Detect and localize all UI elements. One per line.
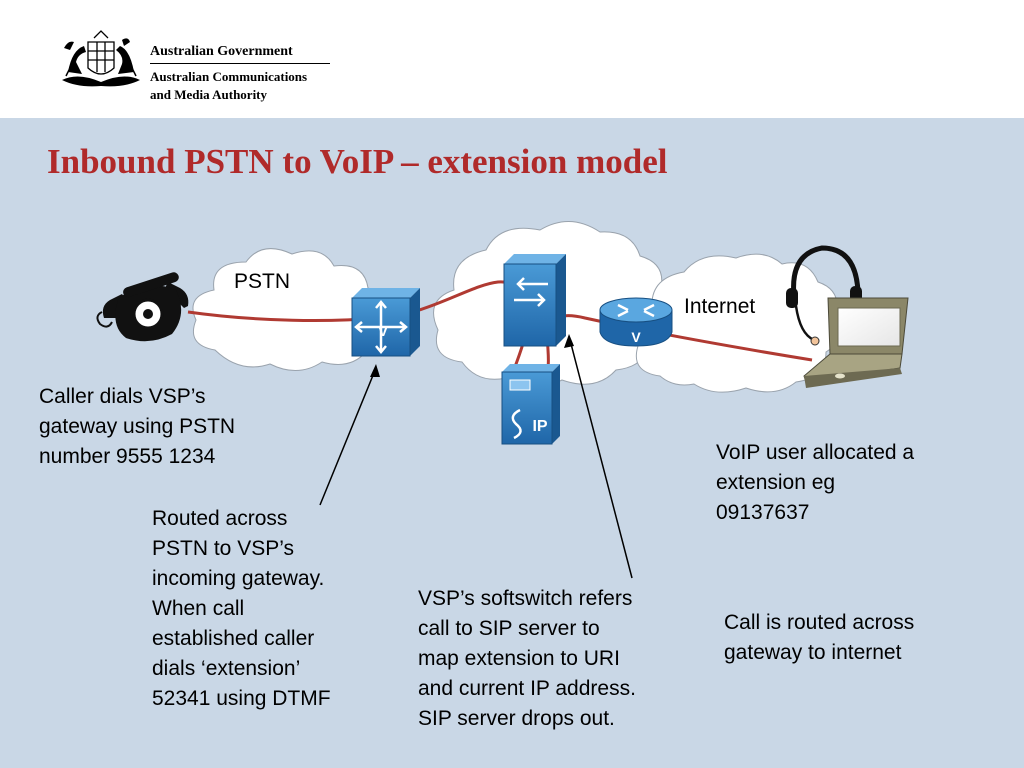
routed-note-line: incoming gateway. (152, 567, 325, 590)
pstn-label: PSTN (234, 270, 291, 293)
caller-note: Caller dials VSP’s gateway using PSTN nu… (39, 382, 235, 472)
agency-name-line: and Media Authority (150, 87, 268, 102)
caller-note-line: number 9555 1234 (39, 445, 216, 468)
softswitch-note-line: map extension to URI (418, 647, 620, 670)
softswitch-note-line: SIP server drops out. (418, 707, 615, 730)
softswitch-note-line: and current IP address. (418, 677, 636, 700)
sip-server-icon: IP (501, 364, 560, 445)
coat-of-arms-logo (62, 30, 140, 87)
routed-note-line: dials ‘extension’ (152, 657, 301, 680)
internet-label: Internet (684, 295, 756, 318)
call-routed-note-line: Call is routed across (724, 611, 915, 634)
header-bar: Australian Government Australian Communi… (0, 0, 1024, 118)
agency-name: Australian Communications and Media Auth… (150, 68, 307, 104)
routed-note-line: When call (152, 597, 245, 620)
telephone-icon (96, 272, 189, 342)
sip-label: IP (532, 418, 547, 435)
softswitch-note-line: call to SIP server to (418, 617, 600, 640)
routed-note-line: PSTN to VSP’s (152, 537, 294, 560)
routed-note: Routed across PSTN to VSP’s incoming gat… (152, 504, 331, 714)
routed-note-line: 52341 using DTMF (152, 687, 331, 710)
routed-note-line: established caller (152, 627, 315, 650)
svg-text:V: V (631, 329, 641, 345)
pstn-cloud (192, 248, 389, 371)
call-routed-note: Call is routed across gateway to interne… (724, 608, 914, 668)
agency-name-line: Australian Communications (150, 69, 308, 84)
call-routed-note-line: gateway to internet (724, 641, 902, 664)
callout-arrow-gateway (319, 364, 380, 506)
header-divider (150, 63, 330, 64)
softswitch-note-line: VSP’s softswitch refers (418, 587, 633, 610)
caller-note-line: Caller dials VSP’s (39, 385, 206, 408)
laptop-icon (803, 297, 909, 388)
softswitch-note: VSP’s softswitch refers call to SIP serv… (418, 584, 636, 734)
router-icon: V (599, 297, 673, 347)
caller-note-line: gateway using PSTN (39, 415, 236, 438)
government-name: Australian Government (150, 44, 293, 59)
voip-user-note: VoIP user allocated a extension eg 09137… (716, 438, 914, 528)
voip-user-note-line: 09137637 (716, 501, 810, 524)
slide-title: Inbound PSTN to VoIP – extension model (47, 142, 668, 181)
softswitch-icon (503, 254, 566, 347)
voice-gateway-icon: V (351, 288, 420, 357)
voip-user-note-line: extension eg (716, 471, 836, 494)
callout-arrow-softswitch (564, 334, 633, 579)
routed-note-line: Routed across (152, 507, 288, 530)
svg-text:V: V (378, 323, 388, 340)
voip-user-note-line: VoIP user allocated a (716, 441, 915, 464)
